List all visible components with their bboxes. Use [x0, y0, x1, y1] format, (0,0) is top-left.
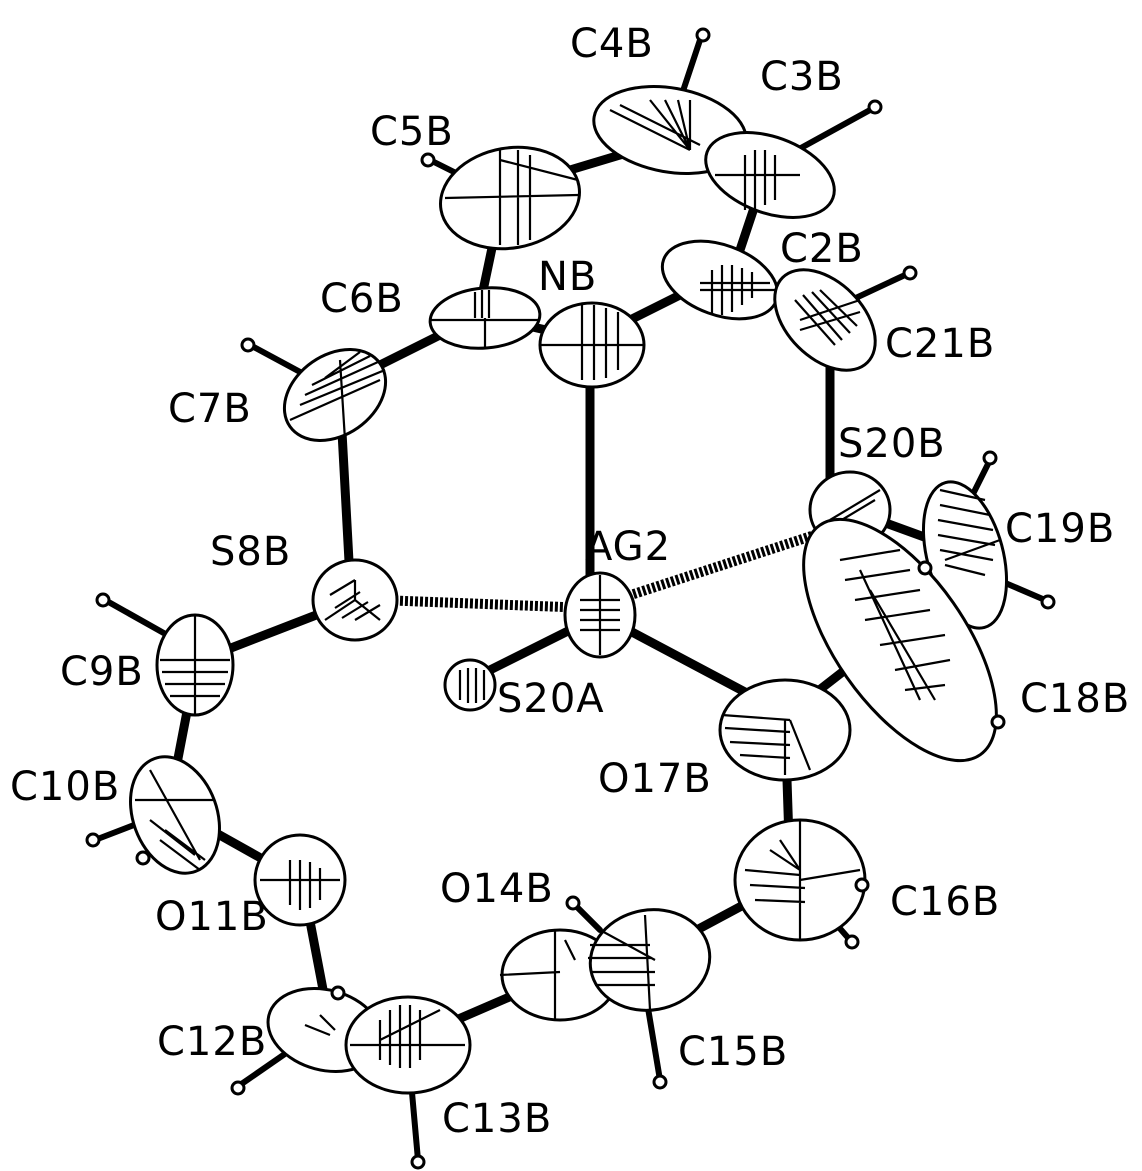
atom-c18b: [802, 517, 998, 763]
label-c15b: C15B: [678, 1029, 788, 1075]
h-atom-c19b-b: [1040, 594, 1056, 610]
atom-o14b: [499, 928, 620, 1022]
label-nb: NB: [538, 254, 597, 300]
atom-c19b-shading: [937, 488, 1001, 577]
label-o17b: O17B: [598, 756, 712, 802]
label-s20b: S20B: [838, 421, 946, 467]
h-atom-c3b: [867, 99, 883, 115]
h-atom-c10b-b: [135, 850, 151, 866]
h-atom-c21b: [902, 265, 918, 281]
h-atom-c4b: [695, 27, 711, 43]
atom-c6b: [428, 286, 542, 350]
label-c6b: C6B: [320, 276, 404, 322]
atom-s8b: [311, 558, 399, 642]
label-o14b: O14B: [440, 866, 554, 912]
label-c9b: C9B: [60, 649, 144, 695]
atom-c16b: [733, 818, 867, 942]
atom-c15b: [588, 908, 712, 1012]
label-c18b: C18B: [1020, 676, 1130, 722]
label-c2b: C2B: [780, 226, 864, 272]
label-s8b: S8B: [210, 529, 291, 575]
h-atom-c15b-a: [565, 895, 581, 911]
atom-c3b-shading: [715, 150, 800, 210]
atom-c7b-shading: [289, 351, 386, 441]
atom-c13b: [344, 995, 472, 1095]
label-c19b: C19B: [1005, 506, 1115, 552]
h-atom-c16b-a: [854, 877, 870, 893]
bond-ag2-s20b: [598, 525, 832, 610]
atom-o11b-shading: [260, 860, 340, 910]
h-atom-c15b-b: [652, 1074, 668, 1090]
h-atom-c18b-b: [990, 714, 1006, 730]
h-atom-c13b-a: [330, 985, 346, 1001]
atom-o11b: [253, 833, 347, 927]
atom-c12b-shading: [304, 1014, 336, 1037]
atoms: [129, 85, 1009, 1095]
label-c5b: C5B: [370, 109, 454, 155]
atom-o17b: [718, 678, 852, 782]
h-atom-c5b: [420, 152, 436, 168]
hydrogen-atoms: [85, 27, 1056, 1170]
atom-c2b: [660, 239, 780, 321]
atom-ag2: [563, 571, 637, 659]
atom-c5b: [439, 145, 581, 251]
atom-c5b-shading: [444, 150, 579, 245]
atom-c4b-shading: [609, 99, 701, 151]
atom-ag2-shading: [580, 575, 620, 655]
atom-labels: C4B C3B C5B C2B NB C6B C21B C7B S20B C19…: [10, 21, 1130, 1142]
atom-c13b-shading: [350, 1005, 465, 1068]
label-c3b: C3B: [760, 54, 844, 100]
atom-c15b-shading: [588, 914, 656, 1011]
atom-c21b: [773, 268, 877, 372]
h-bond-c15b-a: [572, 902, 603, 933]
atom-c10b-shading: [135, 769, 215, 871]
h-atom-c16b-b: [844, 934, 860, 950]
h-atom-c7b: [240, 337, 256, 353]
atom-c9b-shading: [160, 615, 230, 715]
bond-s8b-ag2: [379, 595, 591, 613]
atom-c10b: [129, 755, 221, 875]
label-c4b: C4B: [570, 21, 654, 67]
atom-c18b-shading: [839, 548, 951, 701]
atom-c2b-shading: [700, 265, 775, 315]
label-c16b: C16B: [890, 879, 1000, 925]
label-o11b: O11B: [155, 894, 269, 940]
h-atom-c18b-a: [917, 560, 933, 576]
h-atom-c9b: [95, 592, 111, 608]
label-s20a: S20A: [497, 676, 605, 722]
atom-c16b-shading: [744, 820, 861, 940]
label-ag2: AG2: [585, 524, 671, 570]
label-c10b: C10B: [10, 764, 120, 810]
label-c21b: C21B: [885, 321, 995, 367]
h-atom-c13b-b: [410, 1154, 426, 1170]
label-c12b: C12B: [157, 1019, 267, 1065]
atom-c6b-shading: [431, 290, 540, 348]
h-atom-c12b: [230, 1080, 246, 1096]
atom-c7b: [282, 348, 388, 442]
atom-c9b: [155, 613, 235, 717]
atom-s20a: [443, 658, 497, 712]
atom-o14b-shading: [499, 930, 576, 1020]
atom-nb: [538, 301, 646, 389]
label-c7b: C7B: [168, 386, 252, 432]
atom-c3b: [704, 131, 836, 219]
atom-c21b-shading: [794, 289, 861, 346]
atom-s8b-shading: [324, 579, 381, 621]
atom-s20a-shading: [458, 668, 486, 703]
h-atom-c19b-a: [982, 450, 998, 466]
label-c13b: C13B: [442, 1096, 552, 1142]
atom-o17b-shading: [721, 713, 812, 775]
atom-nb-shading: [540, 305, 644, 380]
h-atom-c10b-a: [85, 832, 101, 848]
